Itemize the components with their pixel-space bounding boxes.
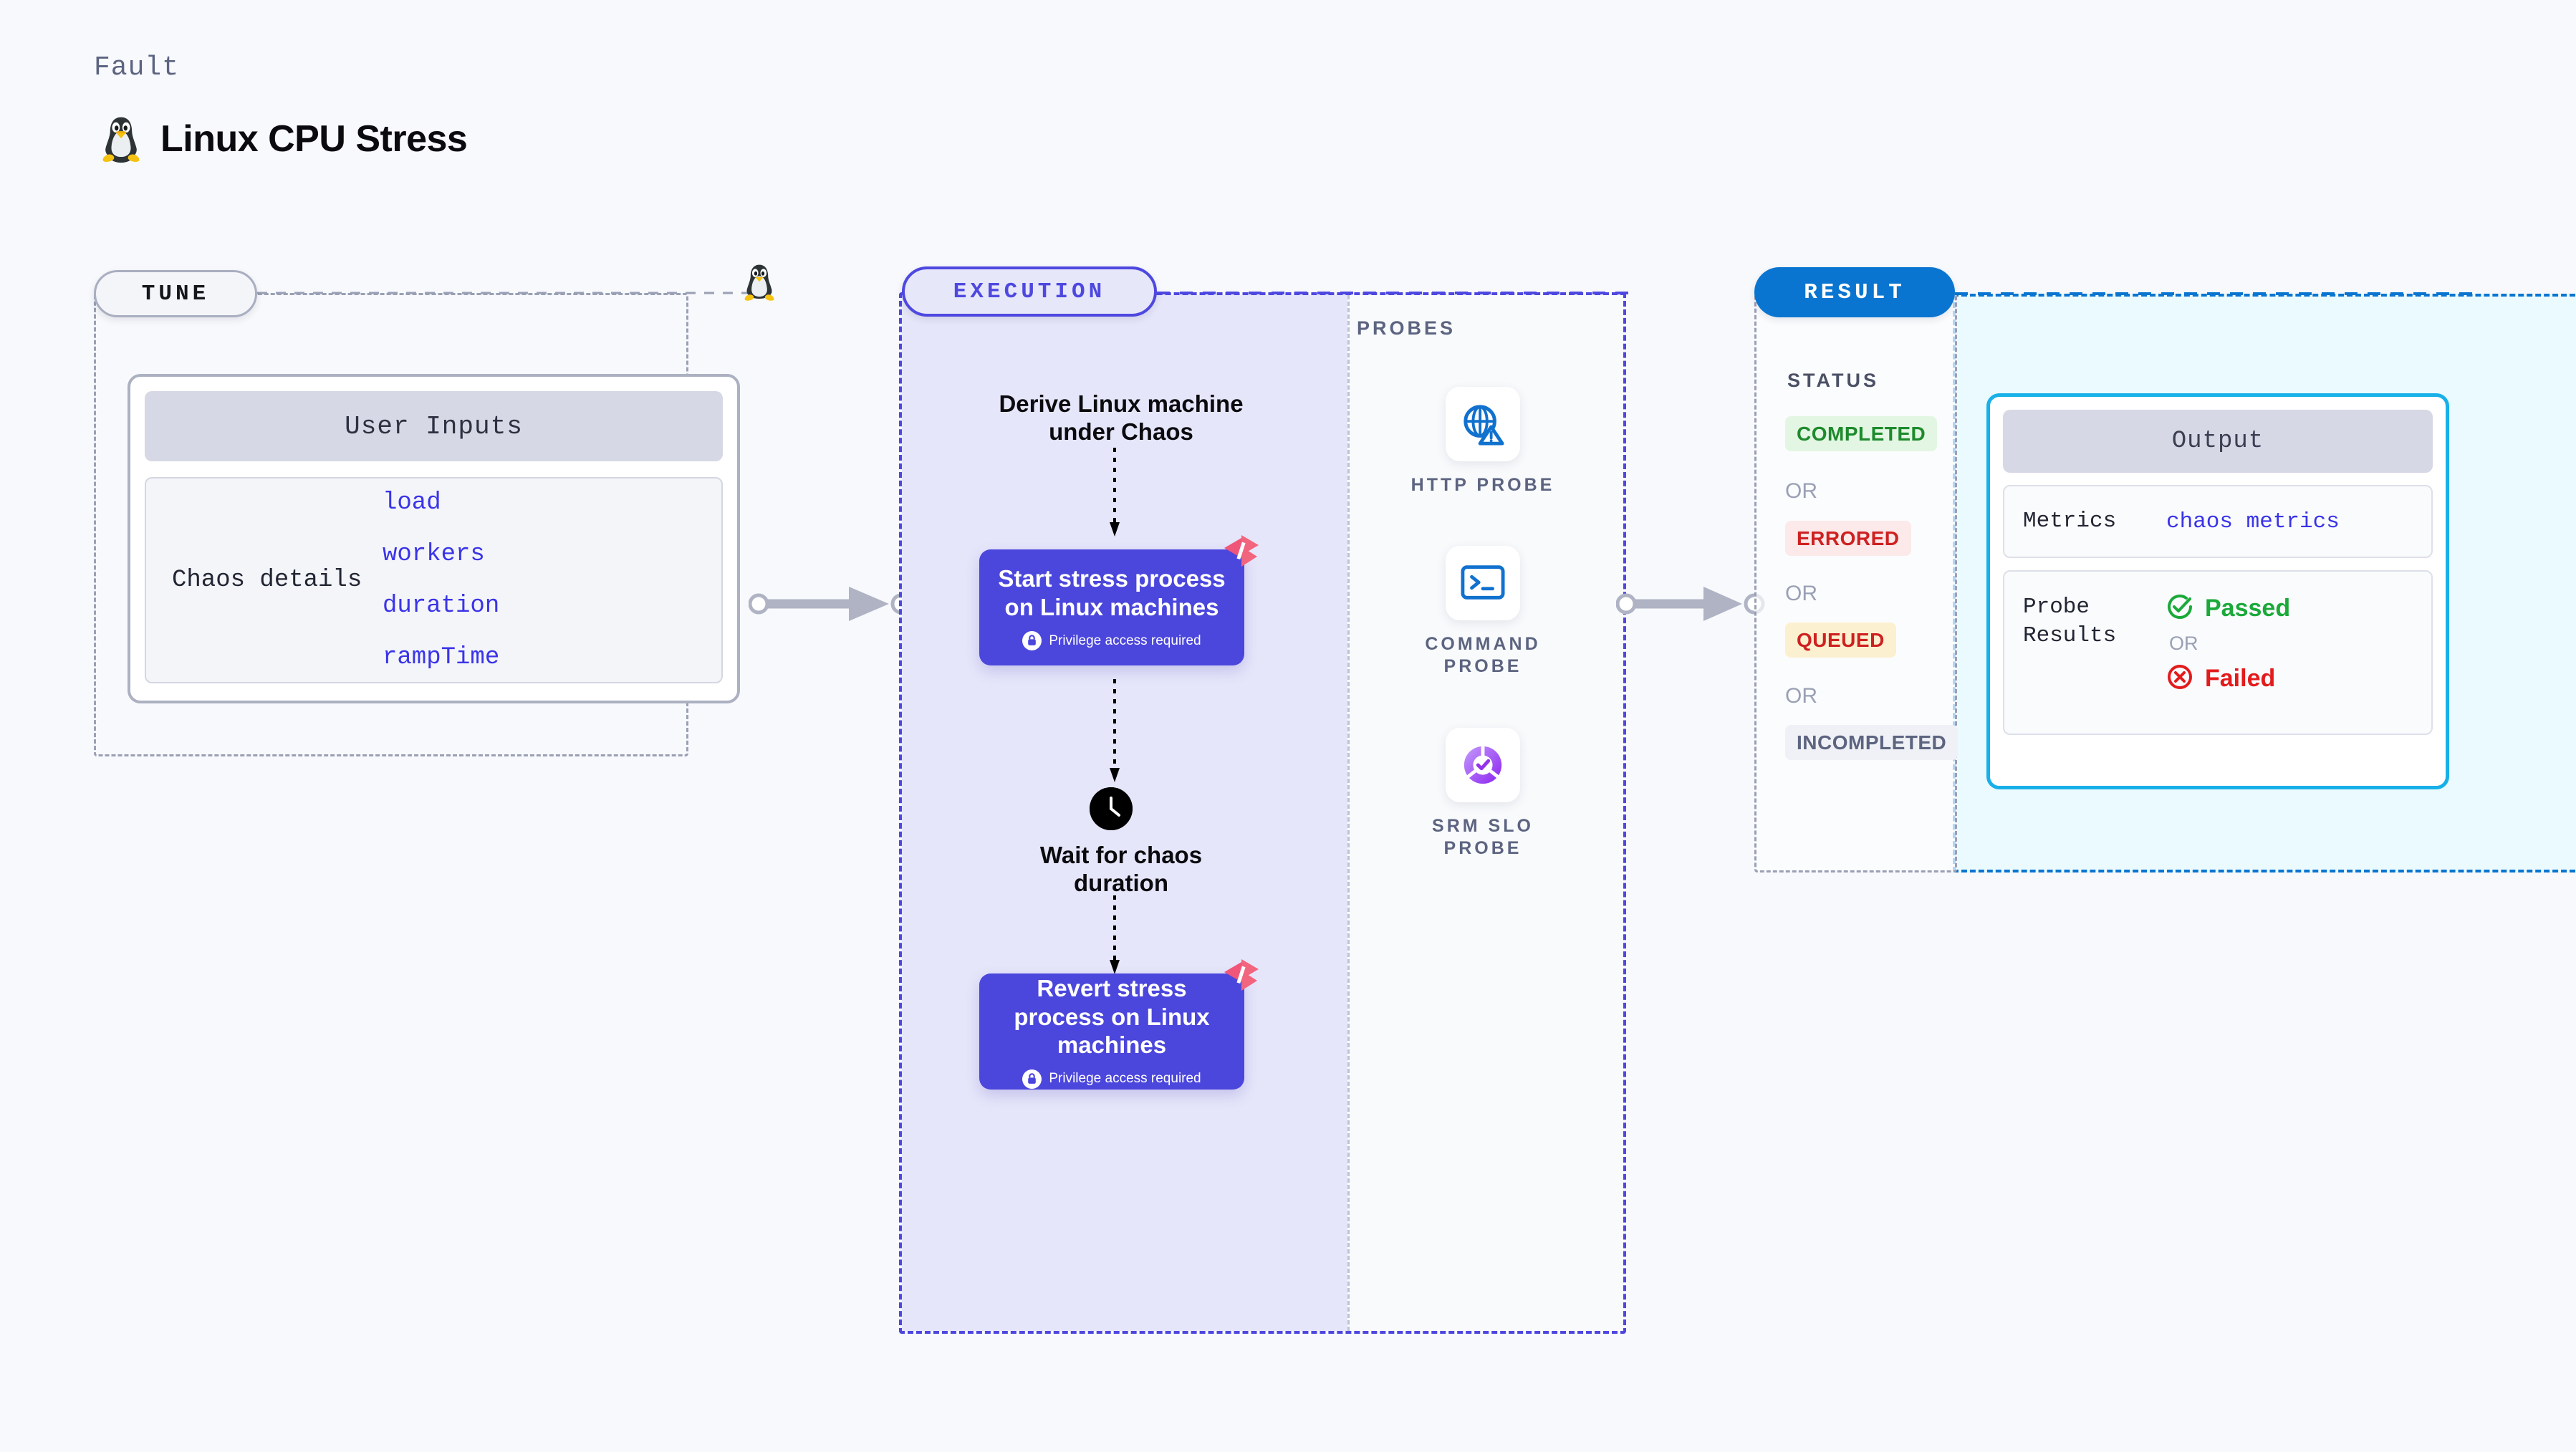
tux-penguin-icon	[743, 262, 776, 306]
status-badge-completed: COMPLETED	[1785, 416, 1938, 451]
probe-http-label: HTTP PROBE	[1410, 475, 1555, 495]
chaos-details-params: load workers duration rampTime	[383, 489, 499, 671]
param-duration[interactable]: duration	[383, 592, 500, 620]
probes-title: PROBES	[1357, 317, 1456, 339]
output-metrics-key: Metrics	[2023, 508, 2117, 534]
flow-node-start-label: Start stress process on Linux machines	[998, 564, 1226, 620]
probe-result-passed: Passed	[2166, 593, 2290, 624]
user-inputs-title: User Inputs	[145, 391, 723, 461]
status-title: STATUS	[1787, 370, 1879, 391]
arrow-wait-to-revert	[1110, 895, 1120, 974]
status-badge-errored: ERRORED	[1785, 521, 1911, 556]
execution-pill-connector	[1157, 292, 1630, 294]
clock-icon	[1090, 787, 1133, 830]
param-load[interactable]: load	[383, 489, 441, 516]
flow-node-wait-label: Wait for chaos duration	[1039, 842, 1203, 896]
probe-command-label: COMMAND PROBE	[1425, 634, 1541, 677]
result-pill-connector	[1955, 292, 2478, 295]
status-badge-queued: QUEUED	[1785, 622, 1896, 658]
check-circle-icon	[2166, 593, 2193, 624]
page-title-row: Linux CPU Stress	[100, 115, 468, 163]
probe-result-or: OR	[2169, 633, 2198, 654]
user-inputs-card: User Inputs Chaos details load workers d…	[128, 374, 740, 703]
lock-icon	[1022, 631, 1042, 651]
chaos-details-label: Chaos details	[172, 567, 362, 594]
result-pill[interactable]: RESULT	[1754, 267, 1955, 317]
status-or-1: OR	[1785, 479, 1817, 503]
chaos-details-row: Chaos details load workers duration ramp…	[145, 477, 723, 683]
output-metrics-row: Metrics chaos metrics	[2003, 485, 2433, 558]
execution-pill[interactable]: EXECUTION	[902, 266, 1157, 317]
lock-icon	[1022, 1069, 1042, 1089]
privilege-note-text: Privilege access required	[1049, 1071, 1201, 1087]
probe-srm-slo[interactable]: SRM SLO PROBE	[1390, 728, 1576, 860]
terminal-icon	[1446, 546, 1520, 620]
arrow-derive-to-start	[1110, 448, 1120, 537]
param-ramptime[interactable]: rampTime	[383, 644, 500, 671]
probe-result-failed-label: Failed	[2205, 665, 2276, 692]
page-title: Linux CPU Stress	[160, 118, 468, 160]
flow-node-revert-stress[interactable]: Revert stress process on Linux machines …	[979, 959, 1259, 1090]
slo-donut-check-icon	[1446, 728, 1520, 802]
probes-panel	[1347, 295, 1623, 1331]
output-probe-results-values: Passed OR Failed	[2166, 593, 2290, 734]
tux-penguin-icon	[100, 115, 142, 163]
harness-chaos-icon	[1223, 956, 1260, 997]
output-title: Output	[2003, 410, 2433, 473]
probe-command[interactable]: COMMAND PROBE	[1390, 546, 1576, 678]
probe-http[interactable]: HTTP PROBE	[1390, 387, 1576, 496]
probe-srm-label: SRM SLO PROBE	[1432, 816, 1534, 859]
status-or-2: OR	[1785, 582, 1817, 605]
output-metrics-value[interactable]: chaos metrics	[2166, 509, 2340, 534]
privilege-note: Privilege access required	[1022, 631, 1201, 651]
probe-result-failed: Failed	[2166, 663, 2290, 694]
param-workers[interactable]: workers	[383, 541, 485, 568]
x-circle-icon	[2166, 663, 2193, 694]
flow-node-derive: Derive Linux machine under Chaos	[999, 390, 1244, 445]
tune-pill-connector	[257, 292, 759, 294]
privilege-note: Privilege access required	[1022, 1069, 1201, 1089]
probe-result-passed-label: Passed	[2205, 595, 2291, 622]
tune-to-execution-connector	[749, 587, 912, 621]
status-or-3: OR	[1785, 684, 1817, 708]
flow-node-revert-label: Revert stress process on Linux machines	[1014, 975, 1210, 1059]
tune-pill[interactable]: TUNE	[94, 270, 257, 317]
privilege-note-text: Privilege access required	[1049, 633, 1201, 648]
result-status-region	[1754, 294, 1957, 872]
status-badge-incompleted: INCOMPLETED	[1785, 725, 1959, 760]
page-eyebrow: Fault	[94, 52, 180, 83]
arrow-start-to-wait	[1110, 679, 1120, 782]
flow-node-start-stress[interactable]: Start stress process on Linux machines P…	[979, 535, 1259, 665]
execution-to-result-connector	[1616, 587, 1765, 621]
harness-chaos-icon	[1223, 532, 1260, 573]
globe-alert-icon	[1446, 387, 1520, 461]
